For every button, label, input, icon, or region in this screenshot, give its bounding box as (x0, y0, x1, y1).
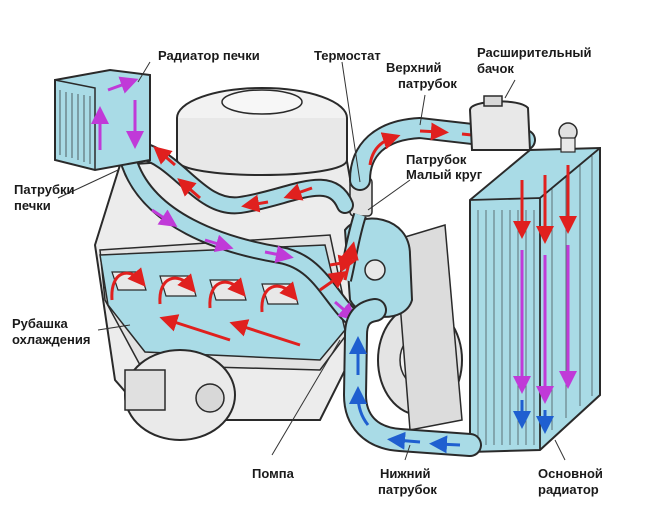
label-pump: Помпа (252, 466, 294, 481)
heater-supply-hose (131, 141, 354, 215)
leader-lines (57, 61, 566, 461)
cooling-jacket (99, 244, 346, 361)
label-heater-hoses-line1: Патрубки (14, 182, 75, 197)
alternator (124, 349, 236, 441)
label-upper-hose-line2: патрубок (398, 76, 457, 91)
label-main-radiator-line2: радиатор (538, 482, 599, 497)
label-main-radiator-line1: Основной (538, 466, 603, 481)
label-expansion-tank-line2: бачок (477, 61, 514, 76)
small-circuit-hose (319, 212, 367, 292)
label-heater-hoses-line2: печки (14, 198, 51, 213)
label-thermostat: Термостат (314, 48, 381, 63)
water-pump (343, 217, 414, 318)
label-upper-hose-line1: Верхний (386, 60, 442, 75)
label-cooling-jacket-line1: Рубашка (12, 316, 68, 331)
air-cleaner (176, 87, 348, 176)
label-small-circuit-hose-line2: Малый круг (406, 167, 483, 182)
heater-radiator (54, 68, 151, 172)
label-small-circuit-hose-line1: Патрубок (406, 152, 467, 167)
expansion-tank (468, 95, 532, 151)
main-radiator (469, 122, 601, 454)
label-lower-hose-line2: патрубок (378, 482, 437, 497)
upper-hose (349, 116, 536, 191)
lower-hose (342, 298, 482, 457)
label-heater-radiator: Радиатор печки (158, 48, 260, 63)
label-cooling-jacket-line2: охлаждения (12, 332, 91, 347)
label-lower-hose-line1: Нижний (380, 466, 431, 481)
label-expansion-tank-line1: Расширительный (477, 45, 592, 60)
